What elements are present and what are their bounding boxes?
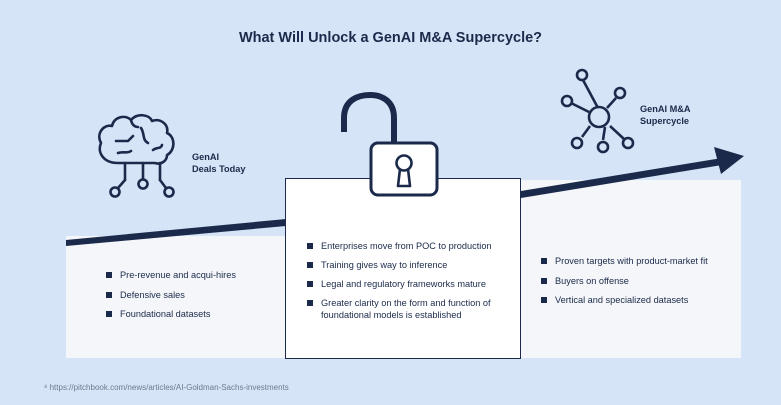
list-item: Legal and regulatory frameworks mature: [307, 279, 517, 291]
brain-circuit-icon: [98, 113, 175, 198]
stage-supercycle-label-line1: GenAI M&A: [640, 104, 691, 114]
stage-supercycle-panel: [521, 180, 741, 358]
list-item: Defensive sales: [106, 290, 236, 302]
stage-today-label-line1: GenAI: [192, 152, 220, 162]
stage-today-panel: [66, 236, 286, 358]
stage-today-label-line2: Deals Today: [192, 163, 246, 174]
network-nodes-icon: [560, 68, 635, 154]
trend-arrow: [66, 147, 744, 246]
list-item: Pre-revenue and acqui-hires: [106, 270, 236, 282]
open-padlock-icon: [369, 141, 439, 197]
page-title: What Will Unlock a GenAI M&A Supercycle?: [238, 30, 543, 46]
stage-supercycle-list: Proven targets with product-market fit B…: [541, 256, 708, 315]
list-item: Training gives way to inference: [307, 260, 517, 272]
stage-unlock-panel: [285, 178, 521, 359]
list-item: Buyers on offense: [541, 276, 708, 288]
stage-unlock-list: Enterprises move from POC to production …: [307, 241, 517, 329]
list-item: Foundational datasets: [106, 309, 236, 321]
stage-supercycle-label-line2: Supercycle: [640, 115, 690, 126]
footnote-source: ⁸ https://pitchbook.com/news/articles/AI…: [44, 383, 289, 392]
list-item: Proven targets with product-market fit: [541, 256, 708, 268]
stage-supercycle-label: GenAI M&A Supercycle: [640, 104, 691, 127]
list-item: Enterprises move from POC to production: [307, 241, 517, 253]
list-item: Greater clarity on the form and function…: [307, 298, 517, 321]
stage-today-list: Pre-revenue and acqui-hires Defensive sa…: [106, 270, 236, 329]
list-item: Vertical and specialized datasets: [541, 295, 708, 307]
stage-today-label: GenAI Deals Today: [192, 152, 245, 175]
